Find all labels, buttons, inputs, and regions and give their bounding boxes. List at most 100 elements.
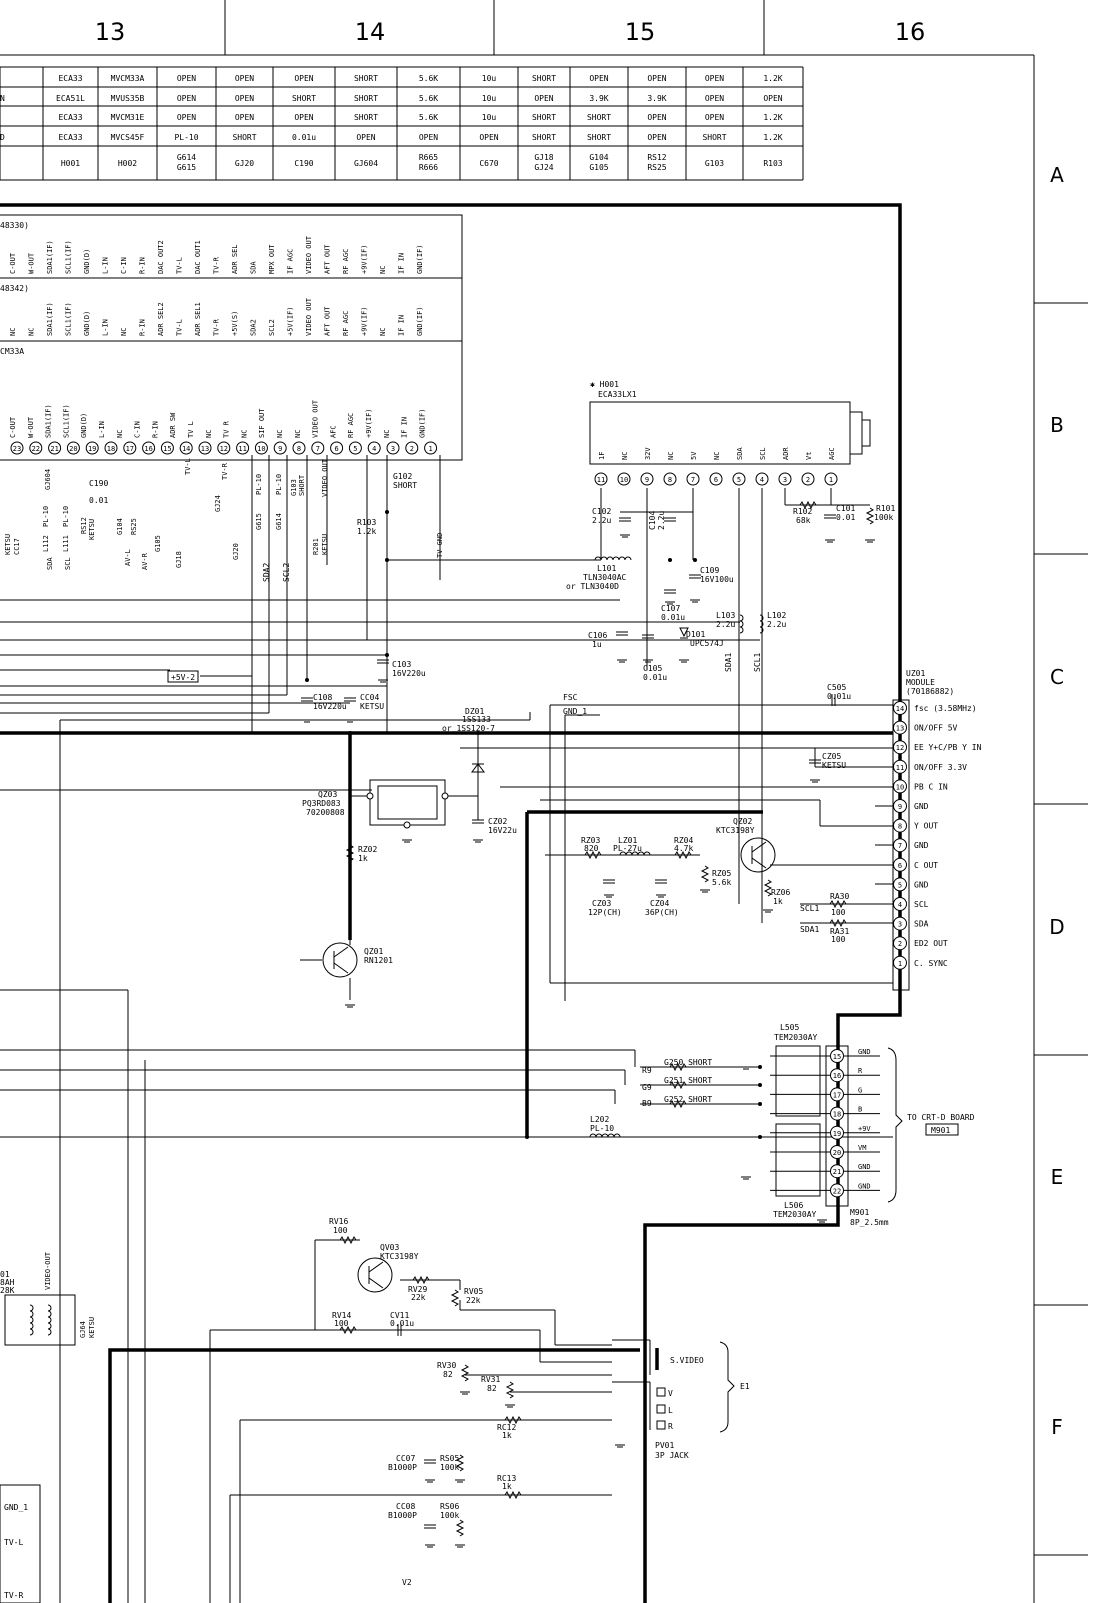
junction-dot <box>305 678 309 682</box>
label-rc13: RC13 <box>497 1474 516 1483</box>
pin-label-row1: TV-L <box>176 257 184 274</box>
label-ketsu: KETSU <box>4 534 12 555</box>
label-rv29v: 22k <box>411 1293 426 1302</box>
pin-label-row1: ADR SEL <box>231 244 239 274</box>
pin-label-row2: SCL1(IF) <box>65 302 73 336</box>
table-footer-cell: R665 <box>419 153 438 162</box>
pin-number: 17 <box>126 445 134 453</box>
label-ra30v: 100 <box>831 908 846 917</box>
table-stub: D <box>0 133 5 142</box>
table-cell: MVCS45F <box>111 133 145 142</box>
label-gnd1b: GND_1 <box>4 1503 28 1512</box>
jack-part: 3P JACK <box>655 1451 689 1460</box>
table-cell: OPEN <box>534 94 553 103</box>
label-rs06: RS06 <box>440 1502 459 1511</box>
pin-label-row3: GND(D) <box>80 413 88 438</box>
pin-label-row2: SCL2 <box>268 319 276 336</box>
label-avr: AV-R <box>141 552 149 570</box>
pin-label-row2: IF IN <box>398 315 406 336</box>
h001-pin-label: 5V <box>690 451 698 460</box>
h001-pin-number: 5 <box>737 476 741 484</box>
pin-label-row3: RF AGC <box>347 413 355 438</box>
label-r101v: 100k <box>874 513 893 522</box>
label-gnd_1: GND_1 <box>563 707 587 716</box>
label-tvl: TV-L <box>184 458 192 475</box>
pin-number: 21 <box>50 445 58 453</box>
uz01-pin-number: 1 <box>898 960 902 968</box>
m901-pin-circle <box>830 1183 844 1198</box>
h001-pin-label: 32V <box>644 447 652 460</box>
uz01-pin-number: 3 <box>898 921 902 929</box>
r102-symbol <box>799 500 817 510</box>
uz01-pin-label: GND <box>914 841 929 850</box>
qz01-transistor <box>333 962 349 974</box>
pin-label-row1: IF AGC <box>287 249 295 274</box>
pin-number: 7 <box>316 445 320 453</box>
r101-symbol <box>865 507 875 525</box>
label-videoout: VIDEO OUT <box>321 458 329 497</box>
label-rv30v: 82 <box>443 1370 453 1379</box>
label-rv31: RV31 <box>481 1375 500 1384</box>
label-tvl2: TV-L <box>4 1538 23 1547</box>
pin-label-row2: SDA2 <box>250 319 258 336</box>
l506-part: TEM2030AY <box>773 1210 817 1219</box>
label-videoout2: VIDEO-OUT <box>44 1251 52 1290</box>
label-c103: C103 <box>392 660 411 669</box>
rv31-symbol <box>505 1381 515 1399</box>
pin-label-row1: SDA <box>250 261 258 274</box>
h001-pin-circle <box>801 472 815 486</box>
pin-number: 3 <box>391 445 395 453</box>
pin-circle <box>348 441 362 455</box>
qz01-transistor <box>322 942 358 978</box>
m901-pin-number: 16 <box>833 1072 841 1080</box>
uz01-pin-circle <box>893 916 907 931</box>
label-rs25: RS25 <box>130 518 138 535</box>
table-cell: OPEN <box>235 113 254 122</box>
label-rz04: RZ04 <box>674 836 693 845</box>
h001-pin-circle <box>686 472 700 486</box>
label-cc07v: B1000P <box>388 1463 417 1472</box>
table-cell: MVCM31E <box>111 113 145 122</box>
m901-pin-circle <box>830 1145 844 1159</box>
ra30-symbol <box>829 899 847 909</box>
uz01-pin-circle <box>893 799 907 813</box>
pin-number: 12 <box>220 445 228 453</box>
label-cz02: CZ02 <box>488 817 507 826</box>
label-r102v: 68k <box>796 516 811 525</box>
row-letter: C <box>1050 665 1064 689</box>
table-cell: SHORT <box>354 74 378 83</box>
table-cell: OPEN <box>177 74 196 83</box>
label-pl10: PL-10 <box>42 506 50 527</box>
pin-label-row3: AFC <box>329 425 337 438</box>
h001-pin-circle <box>824 472 838 486</box>
uz01-pin-number: 7 <box>898 842 902 850</box>
label-r201: R201 <box>312 538 320 555</box>
table-cell: SHORT <box>532 133 556 142</box>
rz03-symbol <box>584 850 602 860</box>
m901-pin-number: 21 <box>833 1168 841 1176</box>
table-cell: OPEN <box>647 113 666 122</box>
l505-ref: L505 <box>780 1023 799 1032</box>
pin-circle <box>179 441 193 455</box>
uz01-pin-number: 11 <box>896 764 904 772</box>
h001-pin-number: 2 <box>806 476 810 484</box>
table-cell: OPEN <box>235 74 254 83</box>
uz01-pin-circle <box>893 759 907 774</box>
label-cz05v: KETSU <box>822 761 846 770</box>
pin-number: 16 <box>144 445 152 453</box>
label-c105v: 0.01u <box>643 673 667 682</box>
pin-label-row1: VIDEO OUT <box>305 235 313 274</box>
row-letters: A B C D E F <box>1049 163 1064 1439</box>
table-cell: OPEN <box>705 113 724 122</box>
pin-label-row3: C-IN <box>134 421 142 438</box>
table-cell: 3.9K <box>589 94 608 103</box>
uz01-pin-number: 9 <box>898 803 902 811</box>
table-cell: OPEN <box>419 133 438 142</box>
label-l103v: 2.2u <box>716 620 735 629</box>
label-scl: SCL <box>64 557 72 570</box>
pin-table-header: CM33A <box>0 347 24 356</box>
pin-circle <box>217 441 231 455</box>
uz01-pin-number: 8 <box>898 823 902 831</box>
